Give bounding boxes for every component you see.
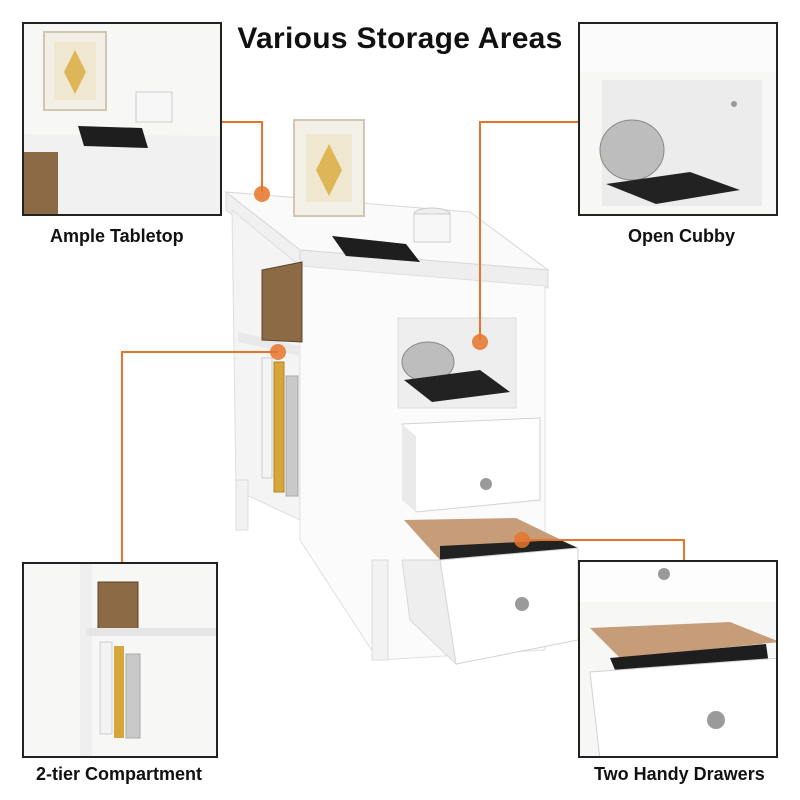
compartment-caption: 2-tier Compartment [36, 764, 203, 784]
cubby-inset [578, 22, 778, 216]
tabletop-inset [22, 22, 222, 216]
drawers-inset [578, 560, 778, 758]
page-title: Various Storage Areas [237, 22, 563, 55]
drawers-caption: Two Handy Drawers [594, 764, 765, 784]
compartment-inset [22, 562, 218, 758]
tabletop-caption: Ample Tabletop [50, 226, 184, 246]
cubby-caption: Open Cubby [628, 226, 735, 246]
